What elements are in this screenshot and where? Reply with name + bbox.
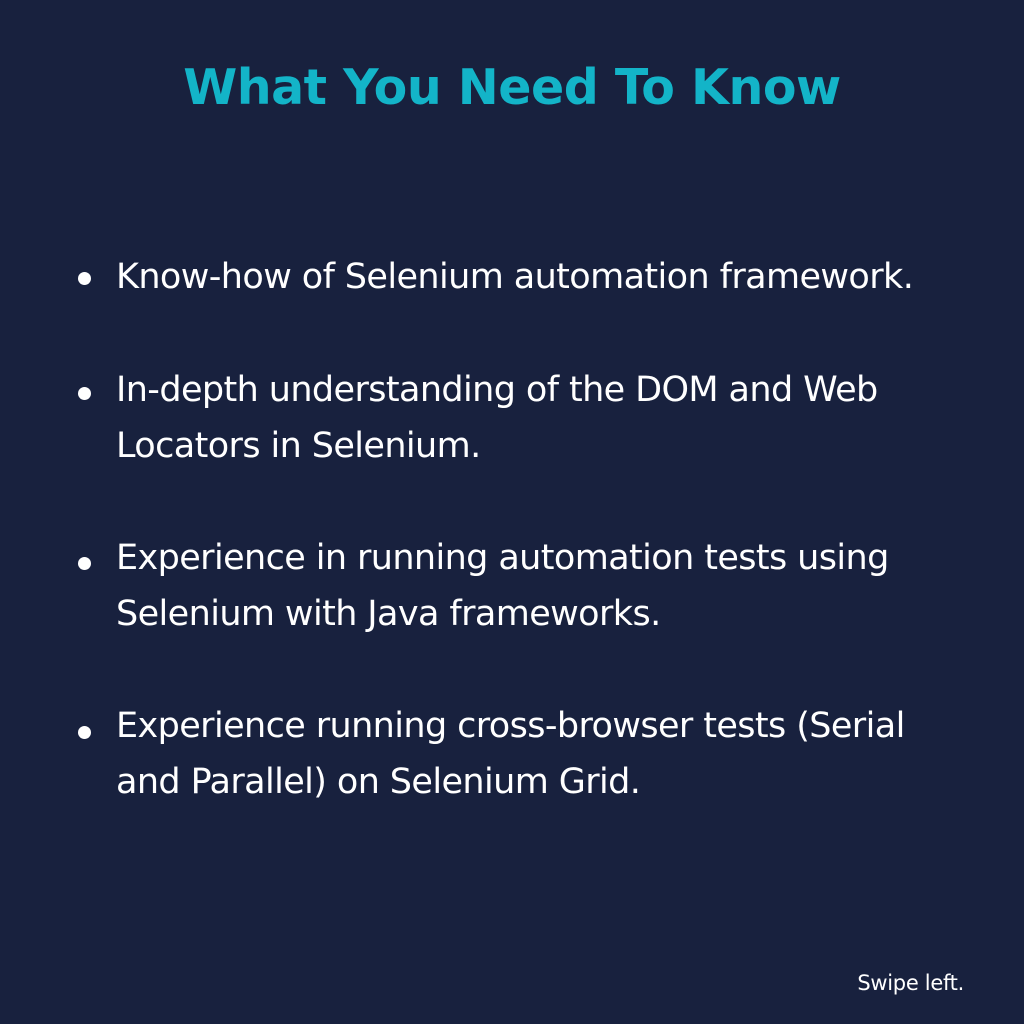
bullet-line: Experience in running automation tests u… <box>116 538 889 578</box>
bullet-text: Know-how of Selenium automation framewor… <box>116 249 996 305</box>
bullet-dot-icon <box>78 387 91 400</box>
bullet-text: Experience running cross-browser tests (… <box>116 698 996 810</box>
bullet-line: In-depth understanding of the DOM and We… <box>116 370 878 410</box>
bullet-line: Selenium with Java frameworks. <box>116 594 661 634</box>
bullet-line: Know-how of Selenium automation framewor… <box>116 257 914 297</box>
bullet-line: Locators in Selenium. <box>116 426 481 466</box>
slide-title: What You Need To Know <box>183 59 841 116</box>
bullet-line: Experience running cross-browser tests (… <box>116 706 905 746</box>
bullet-dot-icon <box>78 272 91 285</box>
bullet-text: Experience in running automation tests u… <box>116 530 996 642</box>
bullet-text: In-depth understanding of the DOM and We… <box>116 362 996 474</box>
bullet-dot-icon <box>78 726 91 739</box>
bullet-dot-icon <box>78 557 91 570</box>
swipe-hint: Swipe left. <box>857 971 964 995</box>
bullet-line: and Parallel) on Selenium Grid. <box>116 762 641 802</box>
